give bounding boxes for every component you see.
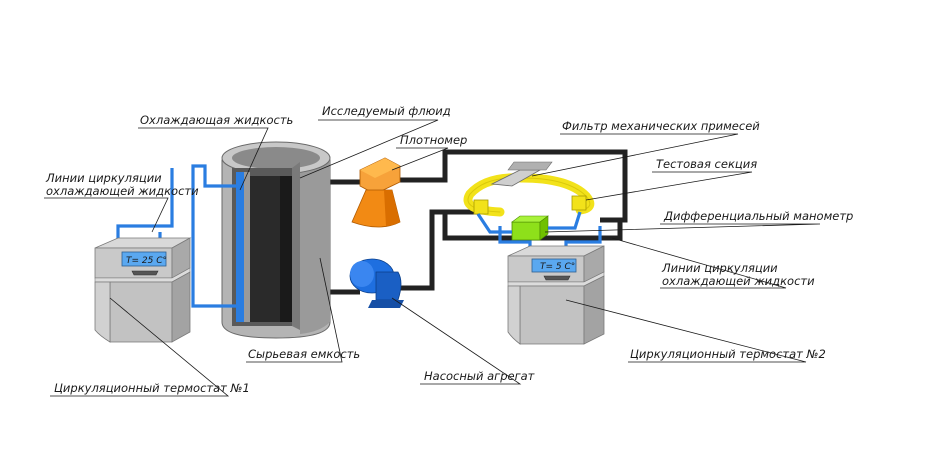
- label-circ-lines-right-1: Линии циркуляции: [661, 261, 778, 275]
- label-filter: Фильтр механических примесей: [562, 119, 760, 133]
- leader-lines: [44, 119, 821, 397]
- raw-tank: [221, 141, 331, 339]
- diff-manometer: [476, 211, 582, 241]
- test-section: [463, 173, 595, 217]
- label-thermostat-2: Циркуляционный термостат №2: [630, 347, 826, 361]
- label-diff-manometer: Дифференциальный манометр: [663, 209, 853, 223]
- display-screen-2: [531, 258, 577, 273]
- label-test-fluid: Исследуемый флюид: [322, 104, 451, 118]
- label-circ-lines-right-2: охлаждающей жидкости: [662, 274, 815, 288]
- label-densimeter: Плотномер: [400, 133, 467, 147]
- label-thermostat-1: Циркуляционный термостат №1: [54, 381, 250, 395]
- thermostat-2: T= 5 C°: [507, 245, 605, 345]
- thermostat-2-display: T= 5 C°: [540, 262, 575, 272]
- thermostat-2-handle: [543, 275, 571, 281]
- thermostat-1-handle: [131, 270, 159, 276]
- densimeter: [351, 157, 401, 228]
- labels: Охлаждающая жидкость Исследуемый флюид П…: [45, 104, 853, 395]
- label-circ-lines-left-2: охлаждающей жидкости: [46, 184, 199, 198]
- pump: [349, 258, 404, 308]
- label-coolant-liquid: Охлаждающая жидкость: [140, 113, 293, 127]
- mechanical-filter: [490, 161, 553, 187]
- thermostat-1-display: T= 25 C°: [126, 256, 167, 266]
- thermostat-1: T= 25 C°: [94, 237, 192, 343]
- display-screen-1: [121, 251, 167, 267]
- label-circ-lines-left-1: Линии циркуляции: [45, 171, 162, 185]
- label-test-section: Тестовая секция: [656, 157, 757, 171]
- label-raw-tank: Сырьевая емкость: [248, 347, 360, 361]
- label-pump: Насосный агрегат: [424, 369, 535, 383]
